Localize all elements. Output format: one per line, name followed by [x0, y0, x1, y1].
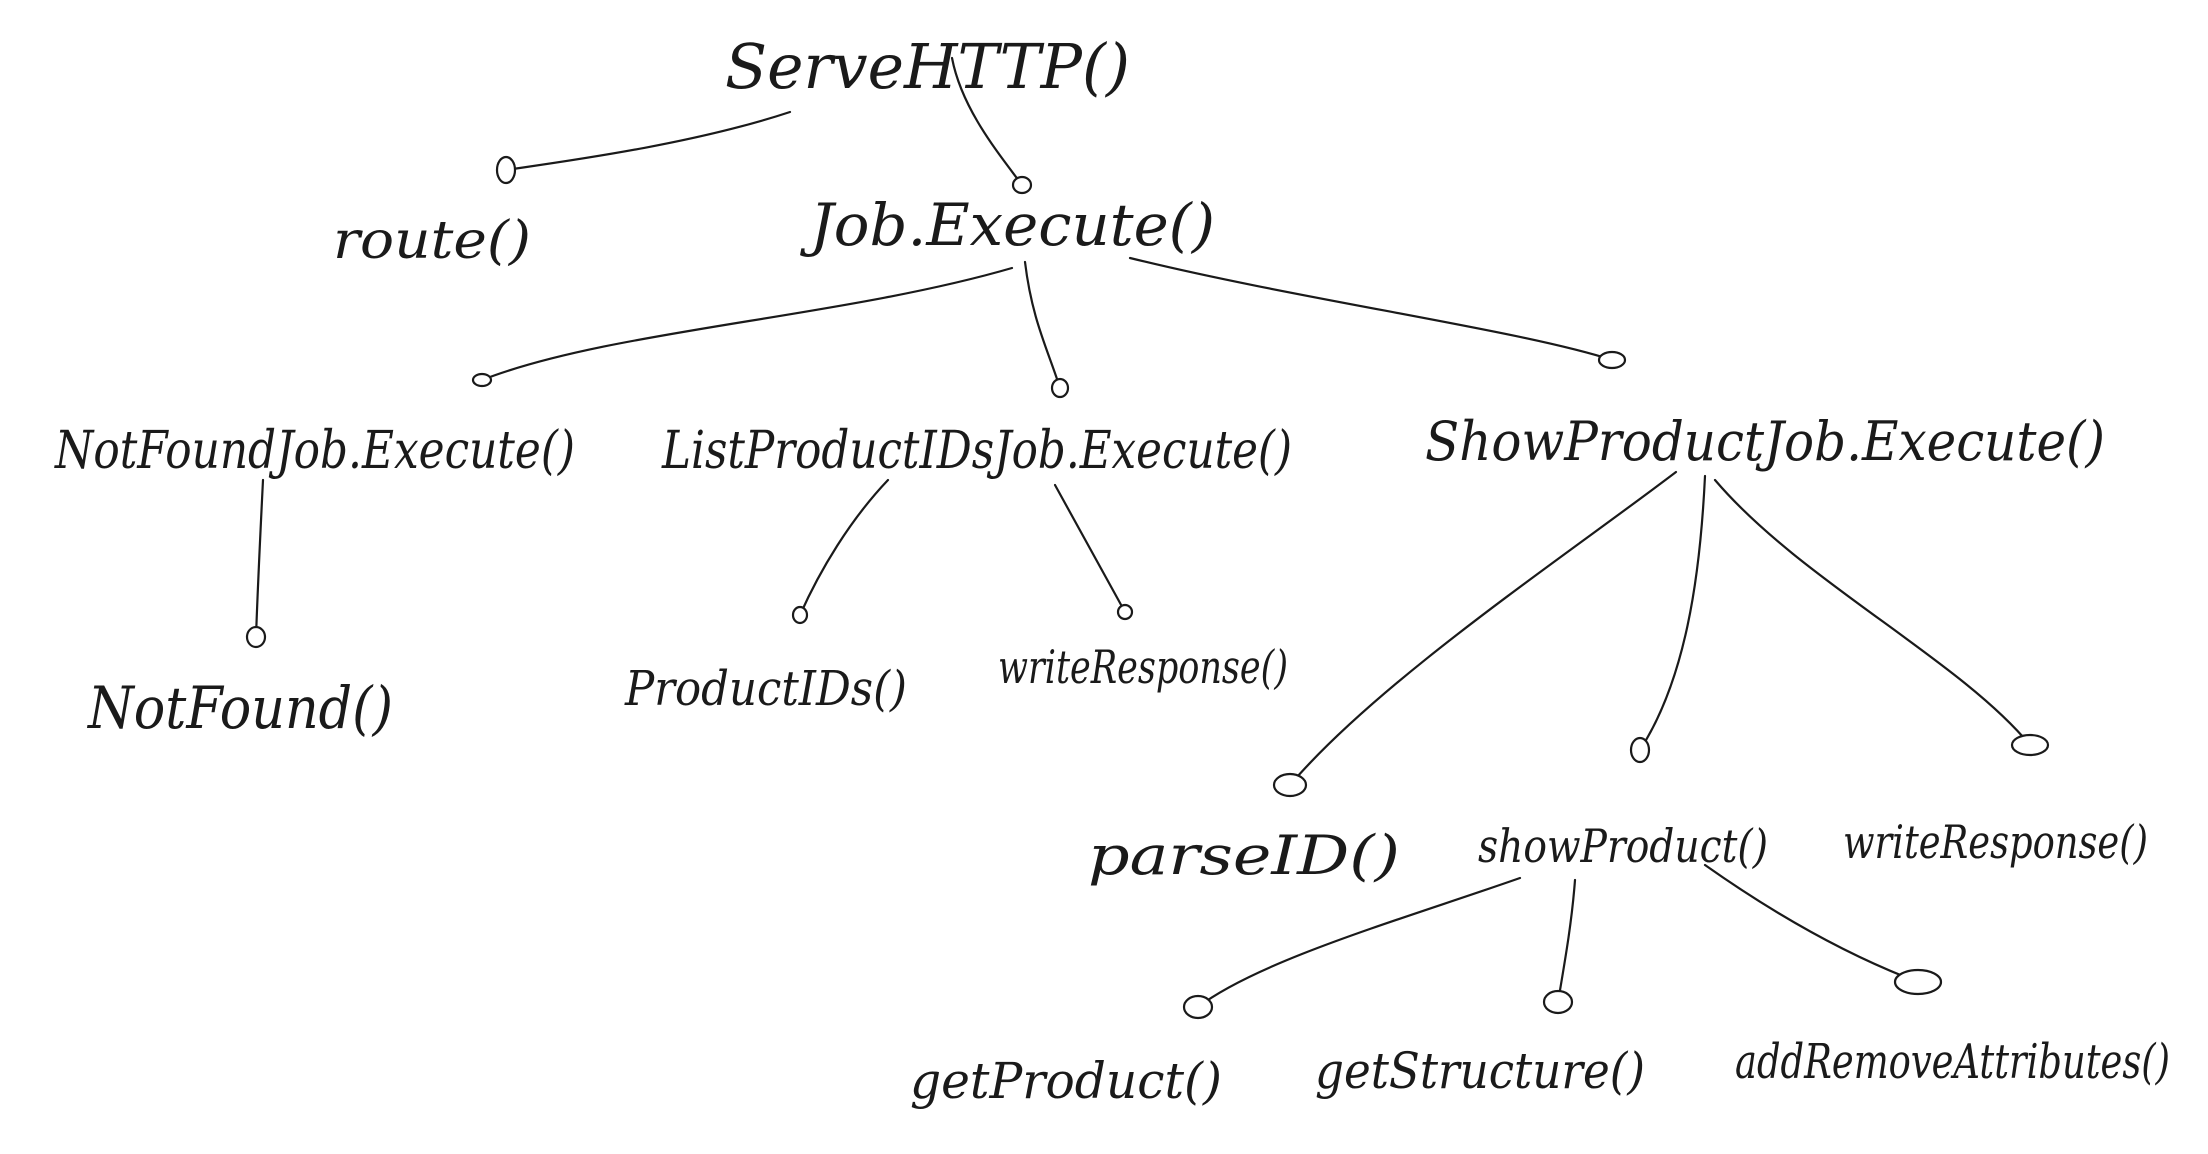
connector-knob-get-structure	[1542, 989, 1574, 1015]
node-list-product-ids-job-execute: ListProductIDsJob.Execute()	[661, 421, 1292, 481]
node-job-execute: Job.Execute()	[800, 191, 1215, 259]
edge-job-execute-to-not-found-job-execute	[480, 266, 1014, 382]
connector-knob-not-found-job-execute	[471, 372, 493, 388]
knobs-layer	[245, 155, 2050, 1020]
node-serve-http: ServeHTTP()	[725, 30, 1130, 103]
connector-knob-job-execute	[1011, 175, 1033, 195]
node-get-product: getProduct()	[910, 1052, 1222, 1110]
node-not-found-job-execute: NotFoundJob.Execute()	[53, 421, 575, 481]
connector-knob-route	[495, 155, 517, 185]
edges-layer	[254, 56, 2032, 1009]
node-write-response-1: writeResponse()	[998, 640, 1288, 694]
node-not-found: NotFound()	[86, 674, 393, 742]
connector-knob-write-response-2	[2010, 733, 2050, 757]
edge-serve-http-to-route	[504, 110, 792, 172]
node-write-response-2: writeResponse()	[1843, 815, 2148, 869]
node-add-remove-attributes: addRemoveAttributes()	[1735, 1034, 2170, 1090]
edge-list-product-ids-job-execute-to-write-response-1	[1053, 483, 1127, 614]
connector-knob-get-product	[1182, 994, 1214, 1020]
edge-show-product-to-get-structure	[1556, 878, 1577, 1004]
node-parse-id: parseID()	[1088, 824, 1400, 887]
edge-show-product-to-get-product	[1196, 876, 1522, 1009]
edge-serve-http-to-job-execute	[950, 56, 1024, 187]
node-show-product-job-execute: ShowProductJob.Execute()	[1425, 410, 2105, 473]
edge-show-product-job-execute-to-parse-id	[1288, 470, 1678, 787]
node-show-product: showProduct()	[1478, 819, 1768, 873]
connector-knob-show-product	[1629, 736, 1651, 764]
connector-knob-add-remove-attributes	[1893, 968, 1943, 996]
edge-list-product-ids-job-execute-to-product-ids	[798, 478, 890, 617]
node-route: route()	[333, 211, 531, 271]
connector-knob-not-found	[245, 625, 267, 649]
node-get-structure: getStructure()	[1315, 1042, 1645, 1100]
labels-layer: ServeHTTP() route() Job.Execute() NotFoundJ…	[53, 30, 2170, 1110]
connector-knob-list-product-ids-job-execute	[1050, 377, 1070, 399]
edge-show-product-job-execute-to-write-response-2	[1713, 478, 2032, 747]
connector-knob-product-ids	[791, 605, 809, 625]
edge-not-found-job-execute-to-not-found	[254, 478, 265, 639]
edge-show-product-to-add-remove-attributes	[1703, 863, 1920, 984]
edge-job-execute-to-list-product-ids-job-execute	[1023, 260, 1062, 390]
connector-knob-write-response-1	[1116, 603, 1134, 621]
edge-show-product-job-execute-to-show-product	[1638, 474, 1707, 752]
connector-knob-show-product-job-execute	[1597, 350, 1627, 370]
node-product-ids: ProductIDs()	[624, 661, 907, 717]
connector-knob-parse-id	[1272, 772, 1308, 798]
edge-job-execute-to-show-product-job-execute	[1128, 256, 1614, 362]
